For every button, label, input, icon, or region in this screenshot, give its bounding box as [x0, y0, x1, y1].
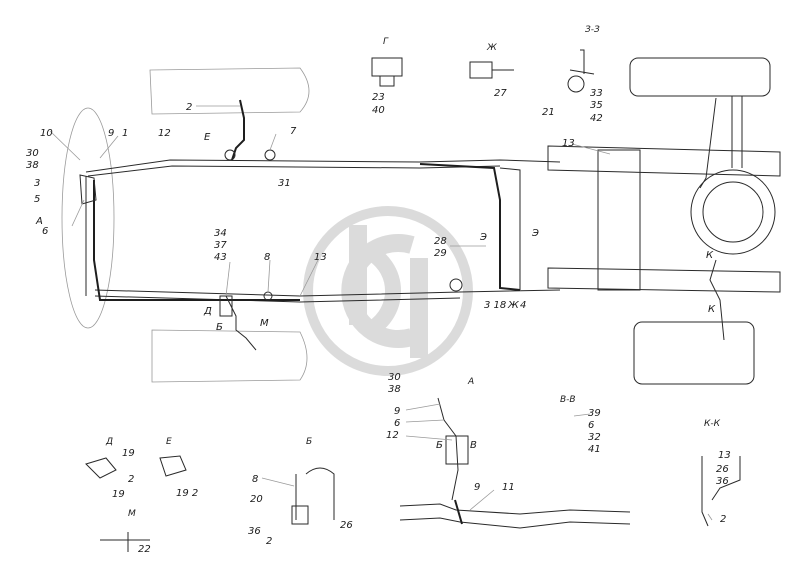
section-zh-detail: [469, 61, 514, 79]
callout-label: 34: [214, 228, 227, 239]
callout-label: 9: [394, 406, 400, 417]
callout-label: 3: [34, 178, 40, 189]
rear-axle-view: [547, 57, 781, 385]
callout-label: Б: [436, 440, 443, 451]
callout-label: 12: [386, 430, 399, 441]
callout-label: 31: [278, 178, 291, 189]
callout-label: 6: [394, 418, 400, 429]
callout-label: 39: [588, 408, 601, 419]
callout-label: 12: [158, 128, 171, 139]
callout-label: 38: [26, 160, 39, 171]
callout-label: 38: [388, 384, 401, 395]
callout-label: 33: [590, 88, 603, 99]
callout-label: 30: [388, 372, 401, 383]
callout-label: 9: [108, 128, 114, 139]
callout-label: Э: [531, 228, 539, 239]
section-title-g: Г: [383, 37, 389, 47]
section-title-d: Д: [105, 437, 113, 447]
callout-label: В: [470, 440, 477, 451]
callout-label: 1: [122, 128, 128, 139]
callout-label: 2: [186, 102, 192, 113]
section-title-m: М: [128, 509, 136, 519]
section-a-detail: [399, 397, 631, 529]
section-kk-detail: [701, 456, 741, 527]
callout-label: 27: [494, 88, 507, 99]
callout-label: Д: [203, 306, 212, 317]
callout-label: 9: [474, 482, 480, 493]
callout-label: 36: [248, 526, 261, 537]
callout-label: 13: [562, 138, 575, 149]
callout-label: 6: [588, 420, 594, 431]
callout-label: А: [35, 216, 43, 227]
section-titles: Г Ж З-З А В-В К-К Д Е Б М: [105, 25, 721, 519]
section-b-detail: [291, 467, 335, 525]
section-title-zh: Ж: [486, 43, 497, 53]
callout-label: Ж: [507, 300, 520, 311]
callout-label: 22: [138, 544, 151, 555]
section-m-detail: [100, 532, 150, 552]
callout-label: 42: [590, 113, 603, 124]
callout-label: 26: [340, 520, 353, 531]
callout-label: 37: [214, 240, 227, 251]
section-title-vv: В-В: [560, 395, 576, 405]
callout-label: 28: [434, 236, 447, 247]
callout-label: 19: [122, 448, 135, 459]
chassis-plan-view: [61, 67, 561, 383]
callout-label: 5: [34, 194, 40, 205]
callout-label: К: [706, 250, 714, 261]
section-title-b: Б: [306, 437, 312, 447]
leader-lines: [49, 105, 713, 521]
callout-label: 6: [42, 226, 48, 237]
section-z-detail: [567, 49, 595, 93]
callout-label: 30: [26, 148, 39, 159]
section-title-e: Е: [166, 437, 172, 447]
section-g-detail: [371, 57, 403, 87]
callout-labels: 2 12 Е 7 31 10 9 1 30 38 3 5 А 6 23 40 2…: [26, 88, 731, 555]
callout-label: 11: [502, 482, 515, 493]
callout-label: 13: [314, 252, 327, 263]
callout-label: 4: [520, 300, 526, 311]
callout-label: 8: [264, 252, 270, 263]
callout-label: Б: [216, 322, 223, 333]
watermark-logo: [303, 206, 473, 376]
callout-label: М: [260, 318, 269, 329]
callout-label: 7: [290, 126, 297, 137]
callout-label: К: [708, 304, 716, 315]
callout-label: 10: [40, 128, 53, 139]
callout-label: 2: [720, 514, 726, 525]
callout-label: 13: [718, 450, 731, 461]
callout-label: 21: [542, 107, 555, 118]
callout-label: 2: [266, 536, 272, 547]
section-title-kk: К-К: [704, 419, 721, 429]
callout-label: 32: [588, 432, 601, 443]
section-title-z: З-З: [585, 25, 600, 35]
callout-label: 41: [588, 444, 601, 455]
callout-label: 19: [112, 489, 125, 500]
callout-label: 40: [372, 105, 385, 116]
callout-label: Е: [204, 132, 211, 143]
callout-label: 26: [716, 464, 729, 475]
callout-label: 8: [252, 474, 258, 485]
callout-label: 29: [434, 248, 447, 259]
callout-label: 36: [716, 476, 729, 487]
callout-label: Э: [479, 232, 487, 243]
callout-label: 35: [590, 100, 603, 111]
callout-label: 3 18: [484, 300, 506, 311]
callout-label: 19 2: [176, 488, 198, 499]
callout-label: 23: [372, 92, 385, 103]
callout-label: 43: [214, 252, 227, 263]
section-d-e-detail: [85, 455, 187, 479]
section-title-a: А: [467, 377, 474, 387]
callout-label: 2: [128, 474, 134, 485]
callout-label: 20: [250, 494, 263, 505]
